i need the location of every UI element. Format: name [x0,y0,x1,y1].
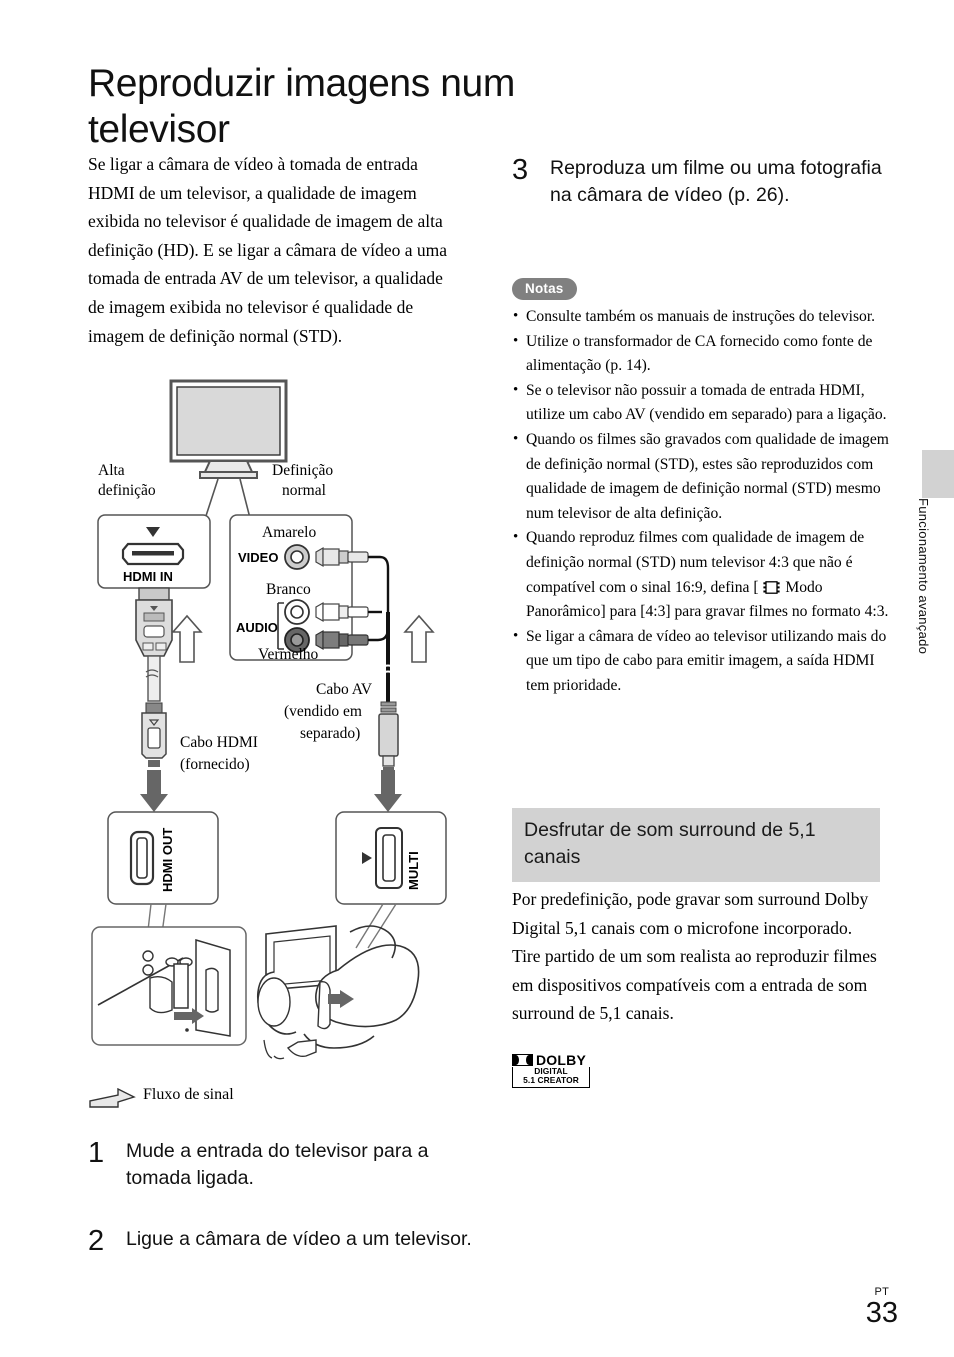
label-amarelo: Amarelo [262,524,316,541]
dolby-digital-logo: DOLBY DIGITAL 5.1 CREATOR [512,1053,594,1088]
label-multi: MULTI [406,851,421,890]
page-title: Reproduzir imagens num televisor [88,62,515,152]
side-tab-label: Funcionamento avançado [916,498,931,655]
hdmi-plug [135,587,173,702]
film-strip-icon [763,578,781,594]
hdmi-in-box: HDMI IN [97,514,211,589]
note-item: Consulte também os manuais de instruções… [512,304,890,330]
note-wide-mode-part1: Quando reproduz filmes com qualidade de … [526,529,865,596]
flow-arrow-legend-icon [88,1087,136,1113]
dolby-line-digital: DIGITAL [534,1066,568,1076]
arrow-down-left [140,770,168,812]
hdmi-male-connector [141,702,167,767]
side-tab-marker [922,450,954,498]
dolby-line-creator: 5.1 CREATOR [523,1075,579,1086]
surround-paragraph: Por predefinição, pode gravar som surrou… [512,889,877,1024]
label-hdmi-out: HDMI OUT [160,828,175,892]
flow-arrow-legend-label: Fluxo de sinal [143,1086,234,1103]
hdmi-out-box: HDMI OUT [107,811,219,905]
notes-section: Notas Consulte também os manuais de inst… [512,278,890,699]
note-item: Se o televisor não possuir a tomada de e… [512,378,890,428]
step-3-number: 3 [512,154,529,186]
label-hdmi-in: HDMI IN [123,569,173,584]
label-video: VIDEO [238,550,278,565]
multi-box: MULTI [335,811,447,905]
step-2: 2 Ligue a câmara de vídeo a um televisor… [88,1226,488,1257]
step-1: 1 Mude a entrada do televisor para a tom… [88,1138,488,1192]
dolby-double-d-icon [512,1054,533,1066]
caption-cabo-av-line2: (vendido em [284,703,362,720]
camcorder-right [256,925,420,1060]
step-1-text: Mude a entrada do televisor para a tomad… [126,1140,429,1189]
label-definicao-normal-line1: Definição [272,462,333,479]
caption-cabo-hdmi-line1: Cabo HDMI [180,734,258,751]
label-branco: Branco [266,581,311,598]
tv-illustration [169,379,288,479]
step-2-text: Ligue a câmara de vídeo a um televisor. [126,1228,472,1250]
camcorder-detail-left [91,926,247,1046]
page-language-code: PT [874,1286,890,1298]
multi-male-connector [378,701,399,774]
page-number: 33 [865,1297,898,1329]
label-alta-definicao-line2: definição [98,482,156,499]
caption-cabo-av-line3: separado) [300,725,360,742]
intro-paragraph: Se ligar a câmara de vídeo à tomada de e… [88,154,448,346]
av-input-box: Amarelo VIDEO Branco AUDIO Vermelho [229,514,353,663]
caption-cabo-av-line1: Cabo AV [316,681,373,698]
steps-left-column: 1 Mude a entrada do televisor para a tom… [88,1138,488,1257]
note-item: Utilize o transformador de CA fornecido … [512,329,890,379]
label-audio: AUDIO [236,620,278,635]
note-wide-mode-part2: Modo Panorâmico] para [4:3] para gravar … [526,578,889,621]
flow-arrow-left [171,614,203,663]
surround-section-heading: Desfrutar de som surround de 5,1 canais [512,808,880,882]
notes-badge: Notas [512,278,577,300]
page-footer: PT 33 [866,1287,898,1329]
label-alta-definicao-line1: Alta [98,462,125,479]
step-1-number: 1 [88,1137,105,1169]
dolby-wordmark: DOLBY [536,1052,586,1068]
note-item: Quando os filmes são gravados com qualid… [512,427,890,526]
connection-diagram: Alta definição Definição normal HDMI IN [88,372,488,1112]
dolby-logo-sublines: DIGITAL 5.1 CREATOR [512,1066,590,1088]
label-vermelho: Vermelho [258,646,319,663]
av-cable [315,546,395,702]
intro-column: Se ligar a câmara de vídeo à tomada de e… [88,150,463,350]
step-3-text: Reproduza um filme ou uma fotografia na … [550,157,882,206]
caption-cabo-hdmi-line2: (fornecido) [180,756,250,773]
dolby-logo-row: DOLBY [512,1053,594,1067]
note-item-wide-mode: Quando reproduz filmes com qualidade de … [512,525,890,624]
notes-list: Consulte também os manuais de instruções… [512,304,890,699]
note-item: Se ligar a câmara de vídeo ao televisor … [512,624,890,699]
label-definicao-normal-line2: normal [282,482,326,499]
step-2-number: 2 [88,1225,105,1257]
step-3: 3 Reproduza um filme ou uma fotografia n… [512,155,884,209]
arrow-down-right [374,770,402,812]
flow-arrow-right [403,614,435,663]
